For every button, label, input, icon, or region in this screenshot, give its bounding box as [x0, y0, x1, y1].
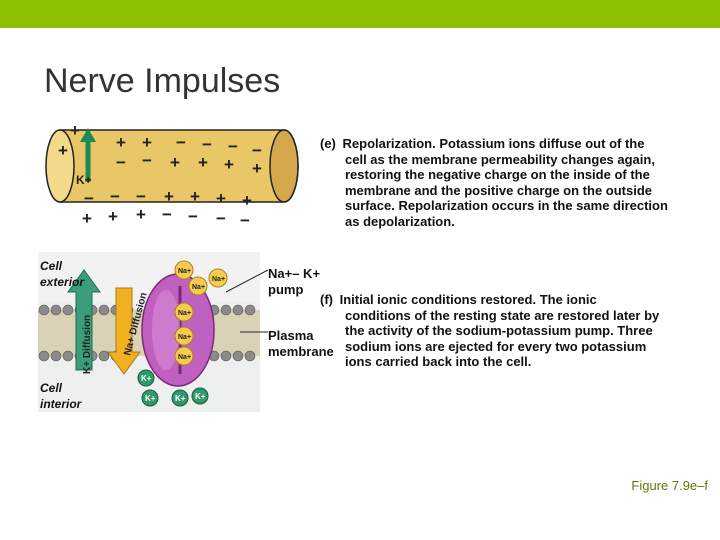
top-accent-bar: [0, 0, 720, 28]
svg-text:+: +: [142, 133, 152, 152]
svg-text:−: −: [228, 137, 238, 156]
axon-repolarization-diagram: + + + + − − − − − − + + + + − − − + + + …: [45, 121, 299, 230]
sodium-potassium-pump-diagram: Na+ Na+ Na+ Na+ Na+ Na+ K+ K+ K+ K+ K+ D…: [38, 252, 260, 412]
svg-text:−: −: [116, 153, 126, 172]
svg-text:+: +: [116, 133, 126, 152]
svg-text:+: +: [190, 187, 200, 206]
panel-e-text: (e) Repolarization. Potassium ions diffu…: [320, 136, 680, 229]
svg-text:+: +: [108, 207, 118, 226]
figure-caption: Figure 7.9e–f: [631, 478, 708, 493]
svg-text:−: −: [142, 151, 152, 170]
panel-e-line-1: cell as the membrane permeability change…: [345, 151, 655, 167]
svg-text:−: −: [110, 187, 120, 206]
pump-label-line-1: Na+– K+: [268, 266, 321, 281]
svg-text:−: −: [202, 135, 212, 154]
panel-f-letter: (f): [320, 292, 333, 307]
k-diffusion-label: K+ Diffusion: [82, 315, 93, 374]
k-ion-label: K+: [145, 394, 156, 403]
svg-text:+: +: [164, 187, 174, 206]
svg-text:−: −: [176, 133, 186, 152]
cell-interior-label-1: Cell: [40, 381, 63, 395]
svg-text:−: −: [162, 205, 172, 224]
pump-label: Na+– K+ pump: [268, 266, 320, 298]
svg-text:+: +: [216, 189, 226, 208]
na-ion-label: Na+: [178, 354, 191, 361]
svg-text:+: +: [136, 205, 146, 224]
svg-text:−: −: [252, 141, 262, 160]
svg-text:−: −: [216, 209, 226, 228]
panel-f-line-0: The ionic: [539, 292, 597, 307]
cell-interior-label-2: interior: [40, 397, 83, 411]
na-ion-label: Na+: [192, 284, 205, 291]
svg-text:−: −: [188, 207, 198, 226]
plasma-label-line-1: Plasma: [268, 328, 314, 343]
cell-exterior-label-1: Cell: [40, 259, 63, 273]
panel-f-line-3: sodium ions are ejected for every two po…: [345, 338, 647, 354]
panel-e-line-3: membrane and the positive charge on the …: [345, 182, 653, 198]
panel-e-letter: (e): [320, 136, 336, 151]
na-ion-label: Na+: [178, 334, 191, 341]
panel-f-line-4: ions carried back into the cell.: [345, 354, 532, 369]
svg-text:+: +: [58, 141, 68, 160]
plasma-label-line-2: membrane: [268, 344, 334, 359]
slide-title: Nerve Impulses: [44, 62, 281, 100]
na-ion-label: Na+: [178, 310, 191, 317]
svg-text:+: +: [252, 159, 262, 178]
svg-text:+: +: [224, 155, 234, 174]
k-ion-label: K+: [175, 394, 186, 403]
panel-f-line-2: the activity of the sodium-potassium pum…: [345, 323, 653, 338]
k-ion-label: K+: [141, 374, 152, 383]
svg-text:+: +: [82, 209, 92, 228]
panel-f-line-1: conditions of the resting state are rest…: [345, 307, 660, 323]
cell-exterior-label-2: exterior: [40, 275, 85, 289]
svg-text:+: +: [198, 153, 208, 172]
na-ion-label: Na+: [178, 268, 191, 275]
k-ion-label: K+: [195, 392, 206, 401]
panel-e-line-2: restoring the negative charge on the ins…: [345, 167, 650, 182]
panel-f-heading: Initial ionic conditions restored.: [339, 292, 537, 307]
svg-text:−: −: [84, 189, 94, 208]
na-ion-label: Na+: [212, 276, 225, 283]
svg-text:+: +: [70, 121, 80, 140]
pump-label-line-2: pump: [268, 282, 304, 297]
panel-e-heading: Repolarization.: [342, 136, 436, 151]
panel-f-text: (f) Initial ionic conditions restored. T…: [320, 292, 680, 370]
panel-e-line-4: surface. Repolarization occurs in the sa…: [345, 198, 668, 213]
k-ion-label: K+: [76, 173, 92, 187]
label-pointer-lines: [225, 269, 269, 333]
svg-text:−: −: [136, 187, 146, 206]
panel-e-line-0: Potassium ions diffuse out of the: [439, 136, 645, 151]
panel-e-line-5: as depolarization.: [345, 213, 455, 229]
svg-text:+: +: [242, 191, 252, 210]
plasma-membrane-label: Plasma membrane: [268, 328, 334, 360]
svg-text:−: −: [240, 211, 250, 230]
svg-text:+: +: [170, 153, 180, 172]
